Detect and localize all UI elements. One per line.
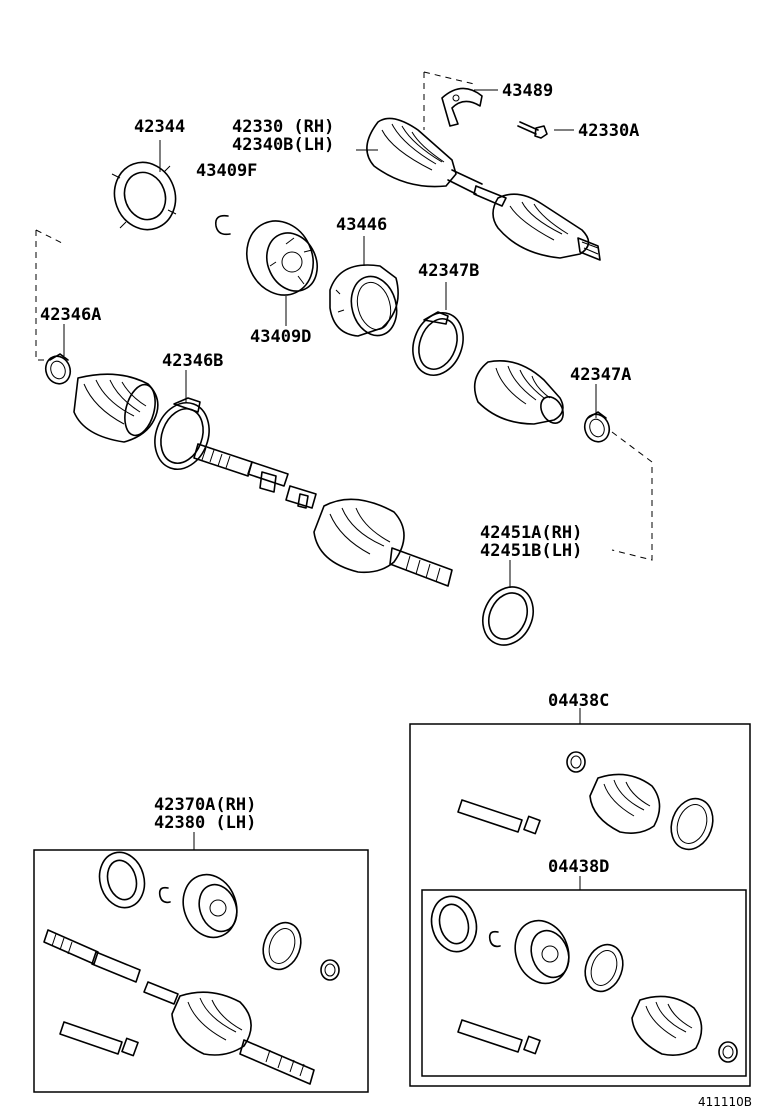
tripod-joint-43409D: [246, 220, 318, 296]
label-04438D: 04438D: [548, 857, 609, 877]
label-42346A: 42346A: [40, 305, 101, 325]
bolt-42330A: [517, 121, 548, 139]
outboard-shaft-assembly: [366, 117, 601, 261]
label-42451A-rh: 42451A(RH): [480, 523, 582, 543]
label-42347B: 42347B: [418, 261, 479, 281]
boot-42347A: [473, 360, 564, 425]
label-43446: 43446: [336, 215, 387, 235]
joint-cage-42344: [111, 161, 177, 231]
seal-42451: [482, 586, 534, 646]
kit-42370A-box: [33, 849, 369, 1093]
kit-04438C-box: [409, 723, 751, 1087]
label-42340B-lh: 42340B(LH): [232, 135, 334, 155]
label-42330-rh: 42330 (RH): [232, 117, 334, 137]
leader-lines-top: [63, 89, 597, 588]
label-43409F: 43409F: [196, 161, 257, 181]
kit-04438D: 04438D: [421, 857, 747, 1077]
reference-code: 411110B: [698, 1095, 752, 1109]
label-42451B-lh: 42451B(LH): [480, 541, 582, 561]
boot-clamp-42346B: [154, 397, 210, 470]
small-clamp-42347A: [583, 411, 611, 443]
boot-clamp-42347B: [412, 311, 464, 376]
guide-line-top: [423, 71, 475, 130]
small-clamp-42346A: [44, 353, 72, 385]
main-shaft: [193, 443, 453, 587]
kit-04438C: 04438C: [409, 691, 751, 1087]
label-42344: 42344: [134, 117, 185, 137]
label-42347A: 42347A: [570, 365, 631, 385]
kit-04438D-box: [421, 889, 747, 1077]
outer-cup-43446: [329, 264, 399, 337]
clip-43489: [441, 87, 483, 127]
guide-line-left: [35, 229, 65, 361]
label-42370A-rh: 42370A(RH): [154, 795, 256, 815]
guide-line-right: [611, 431, 653, 561]
label-43409D: 43409D: [250, 327, 311, 347]
label-04438C: 04438C: [548, 691, 609, 711]
label-42380-lh: 42380 (LH): [154, 813, 256, 833]
kit-42370A-42380: 42370A(RH) 42380 (LH): [33, 795, 369, 1093]
inboard-boot: [73, 373, 159, 443]
snap-ring-43409F: [214, 214, 231, 236]
label-43489: 43489: [502, 81, 553, 101]
label-42330A: 42330A: [578, 121, 639, 141]
label-42346B: 42346B: [162, 351, 223, 371]
